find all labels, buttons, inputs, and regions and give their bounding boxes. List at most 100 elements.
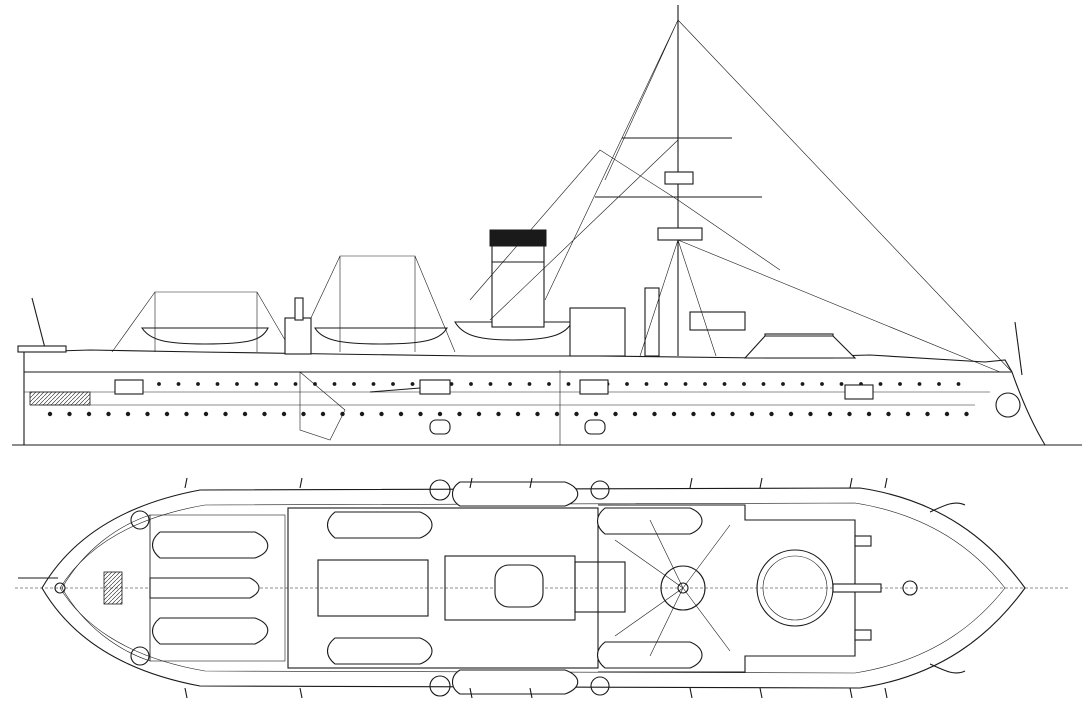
deck-inner-outline [59,502,1006,674]
porthole [293,382,298,386]
deck-boat-3 [149,577,260,599]
porthole [691,411,696,417]
boom-stub [849,687,853,699]
porthole [742,382,746,386]
porthole [827,411,833,417]
mast-base-plan [660,565,706,611]
porthole [632,411,638,417]
porthole [625,382,629,386]
stern-staff [31,297,47,353]
porthole [566,382,571,386]
porthole [788,411,794,417]
gun-sponson-bow [844,384,874,400]
porthole [886,411,891,417]
bow-vent-1 [854,535,872,547]
ladder-aft [299,371,346,441]
porthole [644,382,649,386]
porthole [508,382,512,386]
porthole [67,411,72,417]
boom-stub [469,687,473,699]
porthole [808,411,813,417]
porthole [254,382,259,386]
sponson-mid-bottom [429,675,451,697]
aft-deckhouse [284,317,312,355]
porthole [391,382,395,386]
turret-roof [743,335,857,359]
central-superstructure [287,507,599,669]
porthole [905,411,911,417]
jack-staff [1014,321,1023,376]
engine-skylight [317,559,429,617]
porthole [730,411,735,417]
boom-stub [689,687,693,699]
side-boat-2 [326,637,433,665]
boat-port-aft [429,419,451,435]
portholes [47,382,969,417]
main-gun-barrel [832,583,882,593]
porthole [164,411,170,417]
porthole [379,411,384,417]
porthole [749,411,755,417]
porthole [683,382,688,386]
capstan [902,580,918,596]
boat-aft [140,327,269,345]
gun-sponson-aft [114,379,144,395]
porthole [671,411,677,417]
porthole [664,382,668,386]
stern-gallery [29,391,91,406]
boom-stub [469,477,473,489]
awning-mid [294,255,456,353]
gun-barrel-mid [369,387,421,393]
porthole [535,411,540,417]
porthole [761,382,766,386]
porthole [769,411,774,417]
porthole [956,382,961,386]
chart-house [644,287,660,357]
porthole [703,382,707,386]
deck-outline [41,487,1026,689]
porthole [281,411,287,417]
porthole [488,382,493,386]
porthole [964,411,969,417]
boom-stub [299,687,303,699]
porthole [547,382,551,386]
porthole [145,411,150,417]
awning-aft [111,291,293,353]
porthole [410,382,415,386]
porthole [157,382,161,386]
boom-stub [884,477,888,489]
sponson-fwd-top [590,480,610,500]
porthole [223,411,228,417]
porthole [418,411,423,417]
porthole [496,411,501,417]
porthole [839,382,844,386]
stern-grating [103,571,123,605]
porthole [274,382,278,386]
bow-chock-bottom [929,663,966,674]
porthole [320,411,326,417]
turret-inner [762,555,828,621]
porthole [262,411,267,417]
porthole [937,382,941,386]
bow-chock-top [929,502,966,513]
porthole [176,382,181,386]
porthole [613,411,618,417]
boom-stub [184,687,188,699]
side-boat-3 [451,481,579,507]
bow-vent-2 [854,629,872,641]
boom-stub [759,687,763,699]
porthole [574,411,579,417]
boom-stub [184,477,188,489]
porthole [203,411,209,417]
boom-stub [529,687,533,699]
porthole [371,382,376,386]
porthole [215,382,220,386]
porthole [878,382,883,386]
chart-room-plan [574,561,626,613]
porthole [86,411,92,417]
side-boat-4 [451,669,579,695]
funnel-opening [494,564,544,608]
porthole [820,382,824,386]
porthole [800,382,805,386]
boom-stub [689,477,693,489]
